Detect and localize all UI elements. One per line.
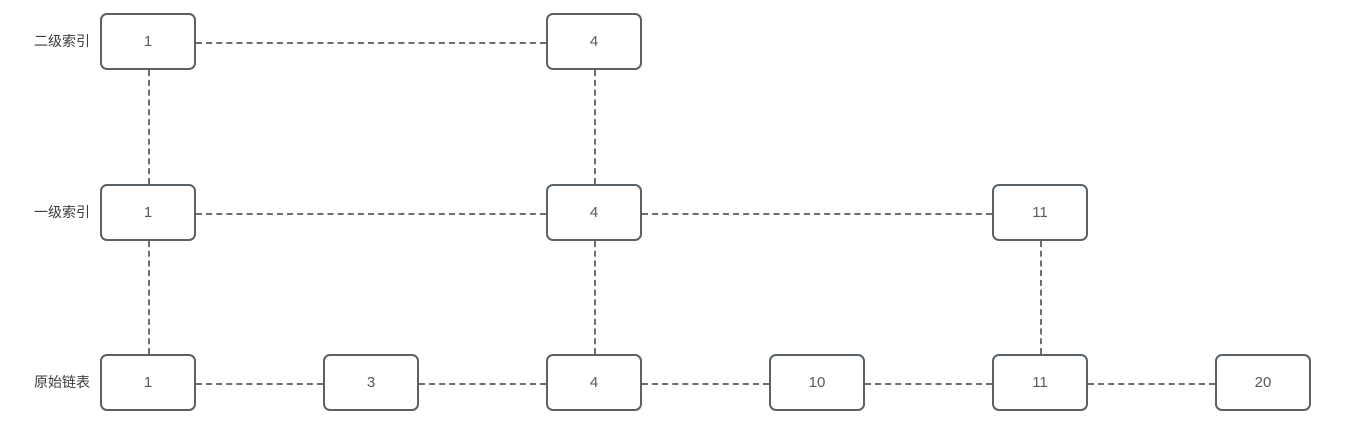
vertical-link — [148, 241, 150, 354]
node-original-linked-list-10[interactable]: 10 — [769, 354, 865, 411]
horizontal-link — [1088, 382, 1215, 385]
row-label-original-linked-list: 原始链表 — [34, 374, 90, 390]
horizontal-link — [196, 382, 323, 385]
node-level-1-index-1[interactable]: 1 — [100, 184, 196, 241]
horizontal-link — [196, 41, 546, 44]
node-original-linked-list-3[interactable]: 3 — [323, 354, 419, 411]
horizontal-link — [419, 382, 546, 385]
horizontal-link — [196, 212, 546, 215]
vertical-link — [1040, 241, 1042, 354]
node-original-linked-list-11[interactable]: 11 — [992, 354, 1088, 411]
horizontal-link — [642, 382, 769, 385]
node-original-linked-list-1[interactable]: 1 — [100, 354, 196, 411]
horizontal-link — [642, 212, 992, 215]
node-level-1-index-11[interactable]: 11 — [992, 184, 1088, 241]
vertical-link — [594, 70, 596, 184]
node-original-linked-list-20[interactable]: 20 — [1215, 354, 1311, 411]
node-level-1-index-4[interactable]: 4 — [546, 184, 642, 241]
vertical-link — [594, 241, 596, 354]
vertical-link — [148, 70, 150, 184]
row-label-level-2-index: 二级索引 — [34, 33, 90, 49]
node-level-2-index-1[interactable]: 1 — [100, 13, 196, 70]
node-original-linked-list-4[interactable]: 4 — [546, 354, 642, 411]
row-label-level-1-index: 一级索引 — [34, 204, 90, 220]
node-level-2-index-4[interactable]: 4 — [546, 13, 642, 70]
horizontal-link — [865, 382, 992, 385]
